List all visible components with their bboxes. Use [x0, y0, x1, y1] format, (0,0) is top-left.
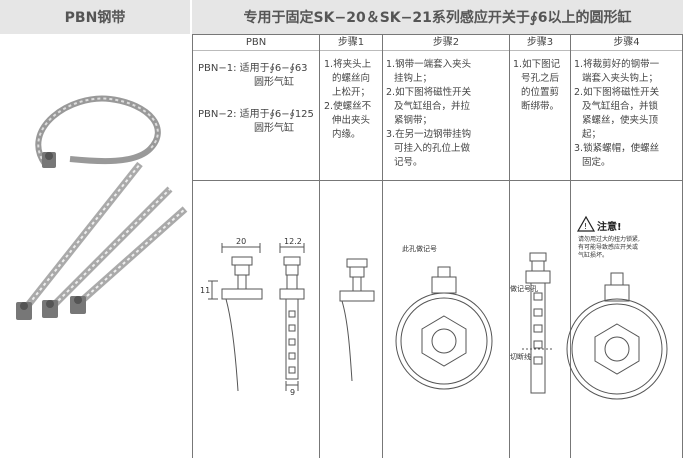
col-header-pbn: PBN: [245, 37, 267, 48]
warning-text-2: 有可能导致感应开关或: [578, 243, 638, 251]
product-photo: [0, 34, 190, 458]
step3-cut-label: 切断线: [510, 352, 531, 361]
dim-9-label: 9: [290, 388, 295, 397]
pbn-dimension-drawing: [208, 243, 305, 392]
warning-triangle-icon: !: [576, 215, 596, 232]
col-header-step4: 步骤4: [613, 37, 640, 48]
steel-band-illustration: [16, 95, 188, 320]
header-right: 专用于固定SK−20＆SK−21系列感应开关于∮6以上的圆形缸: [192, 0, 683, 34]
dim-12-2-label: 12.2: [284, 237, 302, 246]
warning-text-1: 请勿用过大的扭力锁紧,: [578, 235, 640, 243]
col-header-step2: 步骤2: [432, 37, 460, 48]
step1-clamp-drawing: [339, 258, 375, 382]
step3-text: 1.如下图记 号孔之后 的位置剪 断绑带。: [513, 59, 561, 112]
assembly-drawings: 20 12.2 11 9 此孔做记号 做记号孔 切断线: [200, 215, 668, 400]
col-header-step3: 步骤3: [526, 37, 554, 48]
step1-text: 1.将夹头上 的螺丝向 上松开； 2.使螺丝不 伸出夹头 内缘。: [324, 59, 372, 140]
step2-text: 1.钢带一端套入夹头 挂钩上； 2.如下图将磁性开关 及气缸组合，并拉 紧钢带；…: [386, 59, 472, 168]
col-header-step1: 步骤1: [337, 37, 365, 48]
step2-mark-label: 此孔做记号: [402, 244, 437, 253]
step4-text: 1.将裁剪好的钢带一 端套入夹头钩上； 2.如下图将磁性开关 及气缸组合，并锁 …: [574, 59, 660, 168]
step4-tighten-drawing: [566, 272, 668, 400]
svg-text:!: !: [584, 222, 587, 231]
dim-20-label: 20: [236, 237, 246, 246]
step3-mark-label: 做记号孔: [510, 284, 538, 293]
warning-title: 注意!: [597, 220, 622, 233]
warning-text-3: 气缸损坏。: [578, 251, 608, 259]
dim-11-label: 11: [200, 286, 210, 295]
pbn-spec: PBN−1: 适用于∮6−∮63 圆形气缸 PBN−2: 适用于∮6−∮125 …: [198, 63, 314, 134]
step2-cylinder-drawing: [395, 266, 493, 390]
step3-cut-drawing: [522, 252, 554, 394]
header-left: PBN钢带: [0, 0, 190, 34]
